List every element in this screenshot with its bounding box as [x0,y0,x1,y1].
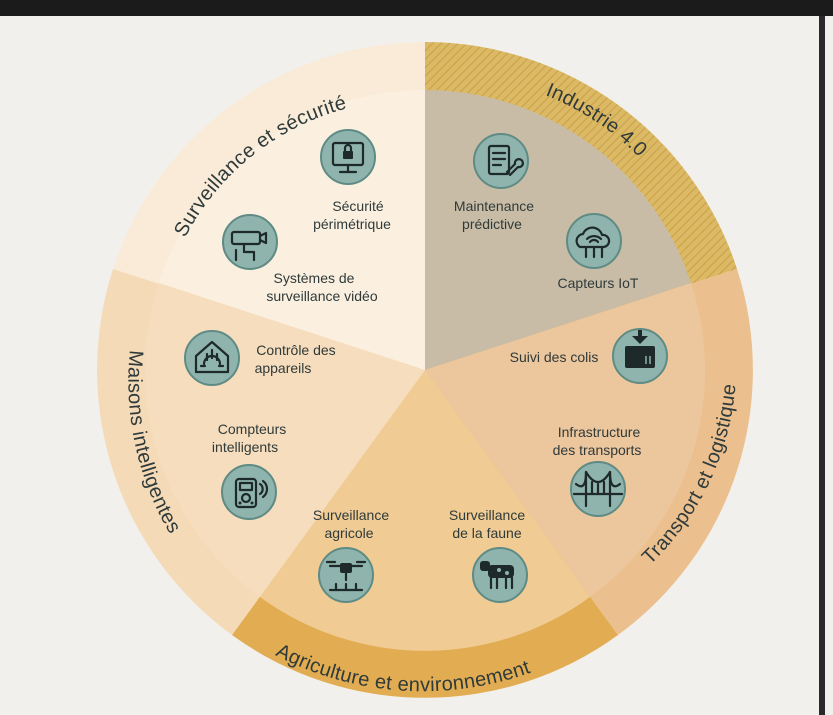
bridge-icon [570,461,626,517]
item-video-surveillance: Systèmes de surveillance vidéo [222,214,378,304]
item-compteurs: Compteurs intelligents [212,421,286,520]
item-controle: Contrôle des appareils [184,330,336,386]
label-capteurs: Capteurs IoT [558,275,639,291]
label-infrastructure-line2: des transports [553,442,642,458]
cctv-camera-icon [222,214,278,270]
package-icon [612,328,668,384]
label-controle-line1: Contrôle des [256,342,335,358]
item-securite-perimetrique: Sécurité périmétrique [313,129,391,232]
smart-home-icon [184,330,240,386]
item-suivi-colis: Suivi des colis [510,328,668,384]
item-capteurs-iot: Capteurs IoT [558,213,639,291]
item-infrastructure: Infrastructure des transports [553,424,642,517]
label-maintenance-line1: Maintenance [454,198,534,214]
label-infrastructure-line1: Infrastructure [558,424,641,440]
top-bar [0,0,833,16]
item-faune: Surveillance de la faune [449,507,528,603]
label-video-line1: Systèmes de [274,270,355,286]
label-securite-line1: Sécurité [332,198,384,214]
label-compteurs-line2: intelligents [212,439,278,455]
label-agricole-line2: agricole [324,525,373,541]
item-maintenance: Maintenance prédictive [454,133,534,232]
frame [0,16,825,715]
monitor-lock-icon [320,129,376,185]
label-agricole-line1: Surveillance [313,507,389,523]
cow-icon [472,547,528,603]
label-compteurs-line1: Compteurs [218,421,286,437]
label-suivi-colis: Suivi des colis [510,349,599,365]
label-securite-line2: périmétrique [313,216,391,232]
label-faune-line1: Surveillance [449,507,525,523]
drone-icon [318,547,374,603]
item-agricole: Surveillance agricole [313,507,389,603]
label-controle-line2: appareils [255,360,312,376]
smart-meter-icon [221,464,277,520]
label-faune-line2: de la faune [452,525,521,541]
cloud-wifi-icon [566,213,622,269]
document-wrench-icon [473,133,529,189]
label-video-line2: surveillance vidéo [266,288,377,304]
label-maintenance-line2: prédictive [462,216,522,232]
